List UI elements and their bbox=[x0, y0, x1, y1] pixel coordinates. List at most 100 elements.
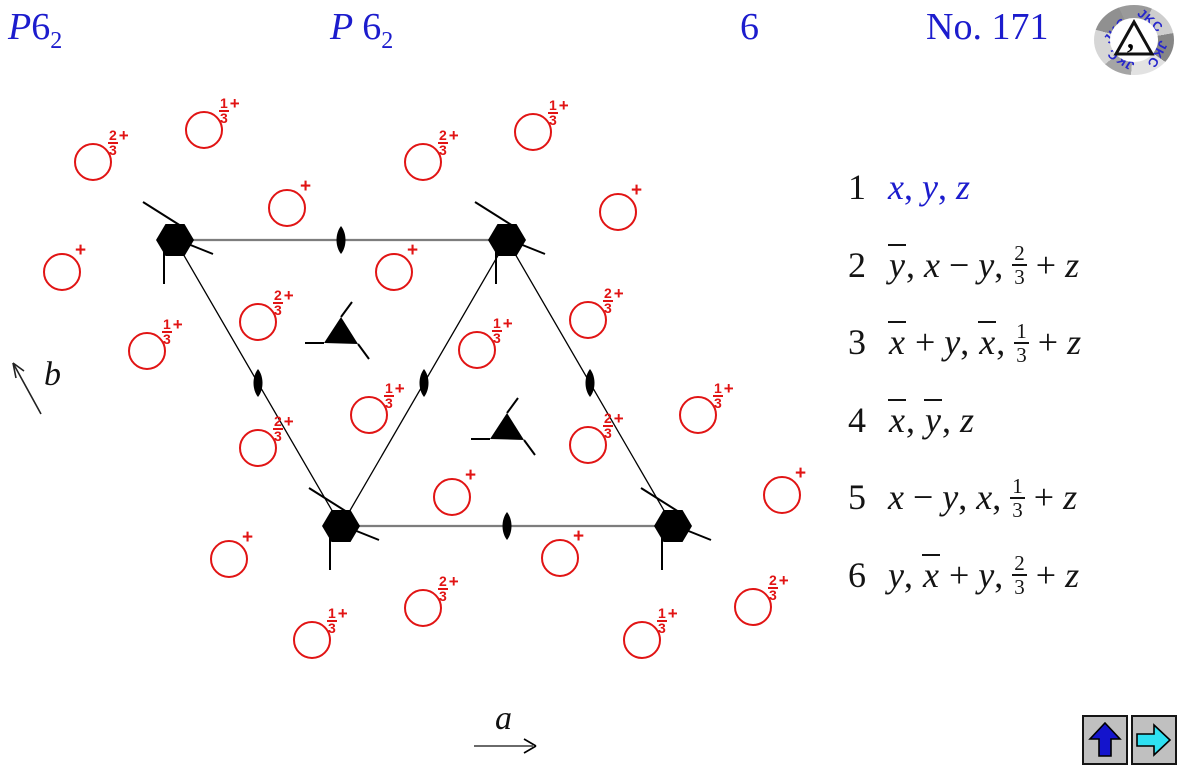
atom-circle bbox=[210, 540, 248, 578]
atom-circle bbox=[350, 396, 388, 434]
sixfold-screw-axis-icon bbox=[308, 487, 380, 570]
hexagon-shape bbox=[488, 224, 526, 256]
atom-circle bbox=[763, 476, 801, 514]
plus-sign: + bbox=[502, 314, 513, 333]
screw-tail bbox=[308, 487, 348, 513]
coordinate-token: , bbox=[905, 399, 924, 440]
screw-tail bbox=[187, 243, 214, 255]
atom-circle bbox=[541, 539, 579, 577]
height-label: + bbox=[242, 527, 254, 548]
atom-circle bbox=[404, 589, 442, 627]
fraction-numerator: 1 bbox=[492, 315, 502, 332]
position-coordinates[interactable]: x, y, z bbox=[888, 167, 970, 207]
coordinate-token: , bbox=[941, 399, 960, 440]
a-axis-arrowhead bbox=[523, 745, 537, 754]
screw-tail bbox=[353, 529, 380, 541]
screw-tail bbox=[519, 243, 546, 255]
b-axis-arrow bbox=[12, 362, 42, 415]
coordinate-token: , bbox=[903, 554, 922, 595]
symbol-number: 6 bbox=[31, 6, 51, 48]
screw-tail bbox=[523, 439, 536, 456]
plus-sign: + bbox=[394, 379, 405, 398]
nav-next-button[interactable] bbox=[1131, 715, 1177, 765]
fraction-numerator: 1 bbox=[219, 95, 229, 112]
fraction-denominator: 3 bbox=[109, 142, 117, 158]
coordinate-token: x bbox=[976, 477, 993, 517]
position-number: 1 bbox=[848, 167, 866, 207]
up-arrow-icon bbox=[1088, 722, 1122, 757]
screw-tail bbox=[474, 201, 514, 227]
svg-text:,: , bbox=[1127, 24, 1134, 55]
coordinate-token: , bbox=[992, 477, 1011, 517]
fraction-numerator: 2 bbox=[438, 127, 448, 144]
height-label: + bbox=[465, 465, 477, 486]
plus-sign: + bbox=[448, 126, 459, 145]
twofold-axis-icon bbox=[419, 369, 429, 397]
logo-triangle-icon: , bbox=[1113, 19, 1155, 56]
plus-sign: + bbox=[778, 571, 789, 590]
plus-sign: + bbox=[448, 572, 459, 591]
plus-sign: + bbox=[118, 126, 129, 145]
plus-sign: + bbox=[613, 284, 624, 303]
coordinate-token: , bbox=[905, 244, 924, 285]
coordinate-token: + bbox=[1024, 477, 1064, 517]
threefold-screw-axis-icon bbox=[471, 397, 536, 456]
coordinate-token: y bbox=[978, 244, 995, 285]
coordinate-token: y bbox=[944, 322, 961, 362]
jkc-logo: JKC JKC JKC JKC , bbox=[1094, 5, 1174, 75]
fraction-numerator: 1 bbox=[1014, 318, 1029, 344]
height-label: + bbox=[631, 180, 643, 201]
coordinate-token: y bbox=[888, 554, 904, 595]
fraction-numerator: 1 bbox=[657, 605, 667, 622]
fraction-denominator: 3 bbox=[549, 112, 557, 128]
atom-circle bbox=[293, 621, 331, 659]
plus-sign: + bbox=[283, 286, 294, 305]
space-group-number: No. 171 bbox=[926, 6, 1049, 48]
hexagon-shape bbox=[322, 510, 360, 542]
space-group-symbol-short: P62 bbox=[8, 5, 62, 53]
fraction-denominator: 3 bbox=[1016, 342, 1027, 367]
fraction-denominator: 3 bbox=[163, 331, 171, 347]
twofold-axis-icon bbox=[502, 512, 512, 540]
height-label: + bbox=[407, 240, 419, 261]
coordinate-token: z bbox=[959, 399, 974, 440]
symbol-subscript: 2 bbox=[50, 28, 63, 54]
fraction-numerator: 2 bbox=[438, 573, 448, 590]
atom-circle bbox=[679, 396, 717, 434]
plus-sign: + bbox=[283, 412, 294, 431]
symbol-number: 6 bbox=[362, 6, 382, 48]
height-label: + bbox=[300, 176, 312, 197]
threefold-screw-axis-icon bbox=[305, 301, 370, 360]
atom-circle bbox=[514, 113, 552, 151]
hexagon-shape bbox=[156, 224, 194, 256]
fraction-numerator: 2 bbox=[603, 285, 613, 302]
coordinate-token: + bbox=[939, 554, 979, 595]
coordinate-token: + bbox=[905, 322, 945, 362]
position-number: 6 bbox=[848, 554, 866, 595]
atom-circle bbox=[458, 331, 496, 369]
coordinate-token: x bbox=[888, 321, 906, 362]
fraction-denominator: 3 bbox=[604, 425, 612, 441]
plus-sign: + bbox=[229, 94, 240, 113]
nav-up-button[interactable] bbox=[1082, 715, 1128, 765]
